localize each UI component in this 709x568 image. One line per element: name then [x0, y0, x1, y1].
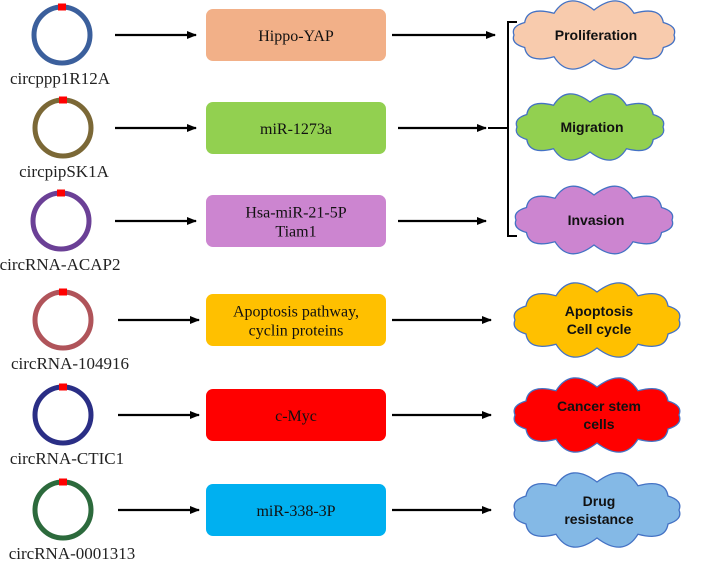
- target-box: [206, 389, 386, 441]
- target-label: miR-1273a: [260, 121, 332, 138]
- pathway-row: circRNA-ACAP2 Hsa-miR-21-5P Tiam1 Invasion: [0, 185, 674, 274]
- pathway-row: circRNA-CTIC1 c-Myc Cancer stem cells: [10, 377, 681, 468]
- outcome-label: Proliferation: [555, 27, 637, 43]
- outcome-label: cells: [583, 416, 614, 432]
- outcome-cloud: [515, 93, 665, 161]
- outcome-label: Cancer stem: [557, 398, 641, 414]
- circrna-marker: [59, 96, 67, 104]
- target-label: cyclin proteins: [249, 323, 344, 340]
- circrna-label: circRNA-104916: [11, 354, 129, 373]
- circrna-ring-icon: [32, 97, 94, 159]
- circrna-ring-icon: [32, 384, 94, 446]
- target-label: Tiam1: [275, 224, 316, 241]
- circrna-label: circppp1R12A: [10, 69, 111, 88]
- circrna-label: circRNA-0001313: [9, 544, 136, 563]
- outcome-cloud: [513, 282, 681, 358]
- circrna-marker: [59, 288, 67, 296]
- circrna-marker: [59, 478, 67, 486]
- pathway-row: circppp1R12A Hippo-YAP Proliferation: [10, 0, 676, 88]
- target-box: [206, 9, 386, 61]
- target-label: c-Myc: [275, 408, 317, 425]
- target-label: Hippo-YAP: [258, 28, 334, 45]
- target-label: miR-338-3P: [256, 503, 335, 520]
- grouping-bracket: [488, 21, 517, 237]
- outcome-label: Invasion: [568, 212, 625, 228]
- circrna-ring-icon: [31, 4, 93, 66]
- circrna-label: circpipSK1A: [19, 162, 109, 181]
- target-box: [206, 484, 386, 536]
- outcome-label: Apoptosis: [565, 303, 634, 319]
- outcome-cloud: [513, 377, 681, 453]
- outcome-label: resistance: [564, 511, 633, 527]
- circrna-label: circRNA-ACAP2: [0, 255, 120, 274]
- outcome-label: Drug: [583, 493, 616, 509]
- outcome-cloud: [512, 0, 676, 70]
- outcome-cloud: [514, 185, 674, 255]
- pathway-row: circpipSK1A miR-1273a Migration: [19, 93, 665, 181]
- circrna-marker: [58, 3, 66, 11]
- circrna-ring-icon: [32, 289, 94, 351]
- circrna-ring-icon: [32, 479, 94, 541]
- circrna-marker: [57, 189, 65, 197]
- circrna-label: circRNA-CTIC1: [10, 449, 124, 468]
- target-box: [206, 294, 386, 346]
- pathway-row: circRNA-0001313 miR-338-3P Drug resistance: [9, 472, 681, 563]
- outcome-label: Migration: [561, 119, 624, 135]
- circrna-marker: [59, 383, 67, 391]
- target-box: [206, 102, 386, 154]
- target-label: Hsa-miR-21-5P: [245, 205, 346, 222]
- target-box: [206, 195, 386, 247]
- outcome-label: Cell cycle: [567, 321, 632, 337]
- outcome-cloud: [513, 472, 681, 548]
- pathway-row: circRNA-104916 Apoptosis pathway, cyclin p…: [11, 282, 681, 373]
- target-label: Apoptosis pathway,: [233, 304, 359, 321]
- circrna-ring-icon: [30, 190, 92, 252]
